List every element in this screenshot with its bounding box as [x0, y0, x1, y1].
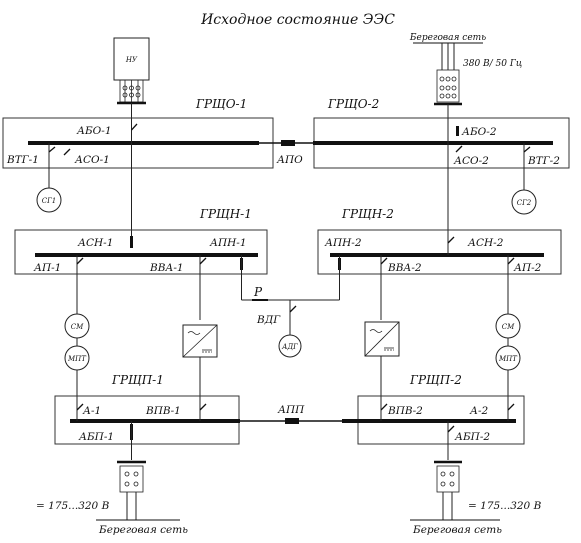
ap2-label: АП-2: [513, 262, 542, 274]
shore-top: Береговая сеть 380 В/ 50 Гц: [409, 33, 522, 118]
nu-label: НУ: [125, 56, 138, 64]
abo2-label: АБО-2: [461, 126, 497, 138]
shore-bottom-right-voltage: = 175...320 В: [468, 500, 542, 512]
sg1-generator: [36, 187, 62, 213]
nu-box: [113, 37, 150, 81]
grshchn-1-title: ГРЩН-1: [199, 207, 252, 221]
motor-generator-left: СМ МПТ: [64, 313, 90, 400]
diagram-title: Исходное состояние ЭЭС: [200, 12, 395, 28]
apn2-label: АПН-2: [324, 237, 362, 249]
nu-connector: [117, 79, 146, 118]
aso2-label: АСО-2: [453, 155, 489, 167]
abp1-label: АБП-1: [78, 431, 114, 443]
shore-bottom-left-voltage: = 175...320 В: [36, 500, 110, 512]
p-label: Р: [253, 285, 263, 299]
adg-label: АДГ: [281, 343, 298, 351]
grshchp-2-title: ГРЩП-2: [409, 373, 462, 387]
grshchp-1: ГРЩП-1 А-1 ВПВ-1 АБП-1: [54, 373, 240, 460]
shore-bottom-left-label: Береговая сеть: [98, 524, 188, 536]
vva2-label: ВВА-2: [387, 262, 422, 274]
abo1-label: АБО-1: [76, 125, 112, 137]
sg1-label: СГ1: [42, 197, 56, 205]
adg-generator: [278, 334, 302, 358]
apn1-label: АПН-1: [209, 237, 247, 249]
vdg-label: ВДГ: [256, 314, 281, 326]
converter-left: [182, 324, 218, 400]
shore-bottom-right: = 175...320 В Береговая сеть: [410, 460, 542, 536]
asn2-label: АСН-2: [467, 237, 504, 249]
shore-bottom-right-label: Береговая сеть: [412, 524, 502, 536]
apo-label: АПО: [276, 154, 303, 166]
grshchp-2: ГРЩП-2 ВПВ-2 А-2 АБП-2: [342, 373, 525, 460]
mpt1-label: МПТ: [67, 355, 87, 363]
a2-label: А-2: [469, 405, 488, 417]
grshchn-2: ГРЩН-2 АПН-2 АСН-2 ВВА-2 АП-2: [317, 207, 562, 320]
grshchn-1: ГРЩН-1 АСН-1 АПН-1 АП-1 ВВА-1: [14, 207, 268, 320]
vtg2-label: ВТГ-2: [527, 155, 560, 167]
abp2-label: АБП-2: [454, 431, 490, 443]
shore-bottom-left: = 175...320 В Береговая сеть: [36, 460, 188, 536]
aso1-label: АСО-1: [74, 154, 110, 166]
nu-source: НУ: [113, 37, 150, 118]
motor-generator-right: СМ МПТ: [495, 313, 521, 400]
vtg1-label: ВТГ-1: [6, 154, 39, 166]
grshcho-1-title: ГРЩО-1: [195, 97, 247, 111]
mpt2-label: МПТ: [498, 355, 518, 363]
vpv1-label: ВПВ-1: [145, 405, 181, 417]
sg2-generator: [511, 189, 537, 215]
shore-top-label: Береговая сеть: [409, 33, 486, 43]
grshcho-1: ГРЩО-1 АБО-1 ВТГ-1 АСО-1 СГ1: [2, 97, 274, 213]
sm2-label: СМ: [502, 323, 515, 331]
sm1-label: СМ: [71, 323, 84, 331]
shore-top-voltage: 380 В/ 50 Гц: [463, 59, 522, 69]
grshchp-1-title: ГРЩП-1: [111, 373, 164, 387]
a1-label: А-1: [82, 405, 101, 417]
sg2-label: СГ2: [517, 199, 532, 207]
apo-tie: АПО: [259, 140, 313, 166]
converter-right: [364, 321, 400, 400]
app-label: АПП: [277, 404, 305, 416]
app-tie: АПП: [240, 404, 342, 424]
ap1-label: АП-1: [33, 262, 61, 274]
grshcho-2-title: ГРЩО-2: [327, 97, 379, 111]
vpv2-label: ВПВ-2: [387, 405, 423, 417]
vva1-label: ВВА-1: [149, 262, 184, 274]
asn1-label: АСН-1: [77, 237, 113, 249]
grshchn-2-title: ГРЩН-2: [341, 207, 394, 221]
apn-tie: Р ВДГ АДГ: [241, 285, 340, 358]
grshcho-2: ГРЩО-2 АБО-2 АСО-2 ВТГ-2 СГ2: [313, 97, 570, 215]
